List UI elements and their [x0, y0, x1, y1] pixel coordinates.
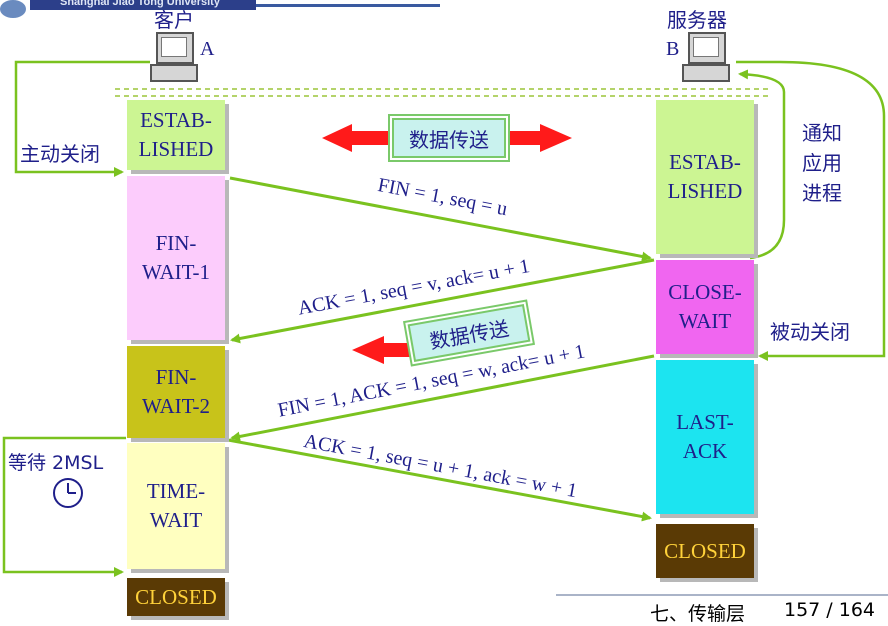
computer-icon — [682, 32, 730, 82]
fin2-arrow — [230, 354, 655, 442]
server-title: 服务器 — [667, 8, 727, 32]
server-state-last-ack-label: LAST- ACK — [676, 410, 734, 463]
computer-icon — [150, 32, 198, 82]
data-transfer-both-box: 数据传送 — [392, 118, 506, 158]
footer-page: 157 / 164 — [784, 599, 876, 621]
footer-chapter: 七、传输层 — [650, 603, 746, 625]
server-state-close-wait-label: CLOSE- WAIT — [668, 280, 742, 333]
client-state-established: ESTAB- LISHED — [127, 100, 225, 170]
server-state-closed-label: CLOSED — [664, 538, 746, 563]
wait-2msl-arrow — [2, 436, 126, 577]
client-title: 客户 — [154, 8, 194, 32]
header-university: Shanghai Jiao Tong University — [60, 0, 220, 8]
client-host: A — [200, 38, 215, 60]
university-logo-icon — [0, 0, 26, 18]
server-state-closed: CLOSED — [656, 524, 754, 578]
header-band — [30, 0, 256, 10]
active-close-arrow — [14, 60, 150, 177]
fin1-arrow — [229, 176, 652, 262]
wait-2msl-label: 等待 2MSL — [8, 452, 104, 474]
notify-app-label: 通知 应用 进程 — [802, 121, 842, 205]
clock-icon — [53, 478, 83, 508]
client-state-fin-wait-2-label: FIN- WAIT-2 — [141, 365, 211, 418]
client-state-fin-wait-1-label: FIN- WAIT-1 — [141, 231, 211, 284]
server-state-last-ack: LAST- ACK — [656, 360, 754, 514]
header-line — [256, 4, 440, 7]
header-bar: Shanghai Jiao Tong University — [0, 0, 440, 18]
server-state-established: ESTAB- LISHED — [656, 100, 754, 254]
passive-close-arrow — [736, 60, 886, 361]
footer-line — [556, 594, 888, 596]
client-state-time-wait: TIME- WAIT — [127, 443, 225, 569]
notify-app-arrow — [738, 69, 786, 260]
client-state-closed-label: CLOSED — [135, 584, 217, 609]
active-close-label: 主动关闭 — [20, 142, 100, 166]
client-state-time-wait-label: TIME- WAIT — [146, 479, 206, 532]
client-state-established-label: ESTAB- LISHED — [138, 108, 214, 161]
client-state-closed: CLOSED — [127, 578, 225, 616]
passive-close-label: 被动关闭 — [770, 320, 850, 344]
client-state-fin-wait-1: FIN- WAIT-1 — [127, 176, 225, 340]
server-state-established-label: ESTAB- LISHED — [667, 150, 743, 203]
data-one-way-arrow — [352, 336, 418, 364]
server-state-close-wait: CLOSE- WAIT — [656, 260, 754, 354]
ack1-arrow — [230, 258, 655, 344]
client-state-fin-wait-2: FIN- WAIT-2 — [127, 346, 225, 438]
data-transfer-both-label: 数据传送 — [409, 127, 489, 152]
server-host: B — [666, 38, 680, 60]
ack2-arrow — [227, 438, 652, 522]
